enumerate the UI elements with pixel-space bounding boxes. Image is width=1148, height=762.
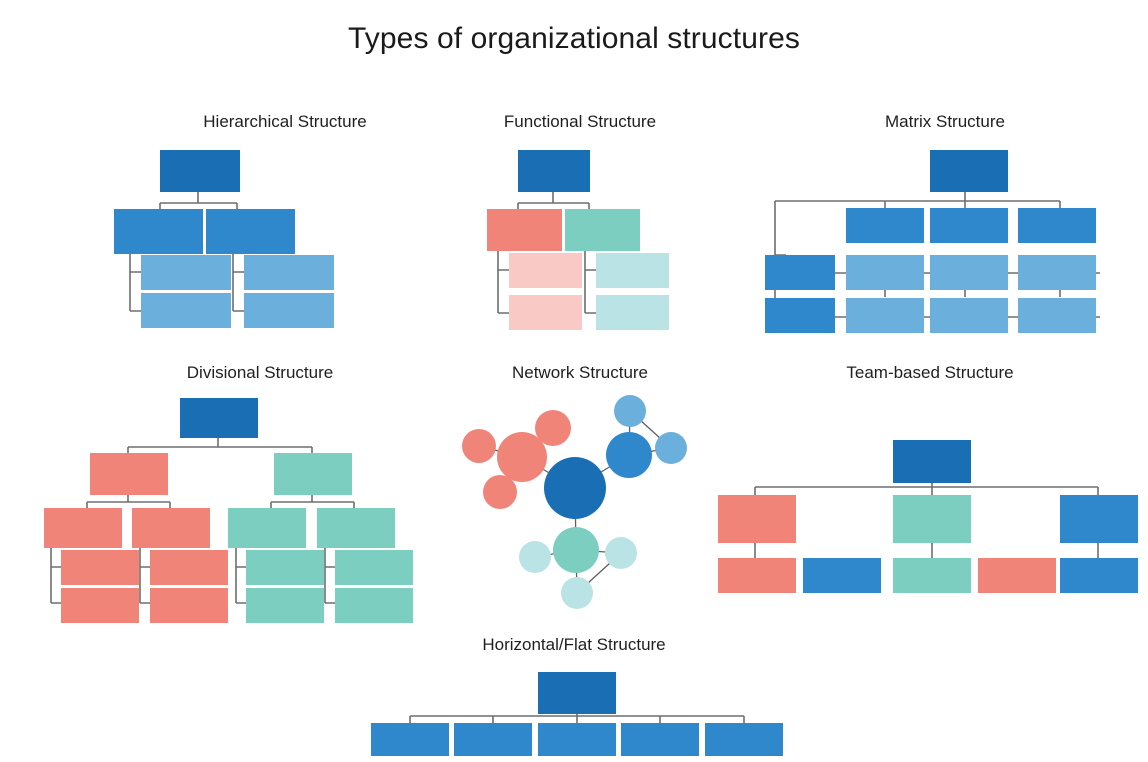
node-function-right <box>565 209 640 251</box>
node-team-lead-blue <box>1060 495 1138 543</box>
chart-horizontal-flat <box>371 672 783 756</box>
node-unit-right-2 <box>596 295 669 330</box>
node-team-member-red <box>718 558 796 593</box>
connector-root-bus <box>775 192 1061 208</box>
node-manager-left <box>114 209 203 254</box>
node-peer-4 <box>621 723 699 756</box>
node-unit-left-1 <box>509 253 582 288</box>
node-cell-2-3 <box>1018 298 1096 333</box>
node-peer-2 <box>454 723 532 756</box>
node-manager-right <box>206 209 295 254</box>
node-satellite-blue-2 <box>655 432 687 464</box>
node-column-head-2 <box>930 208 1008 243</box>
node-root <box>538 672 616 714</box>
node-satellite-blue-1 <box>614 395 646 427</box>
node-row-head-2 <box>765 298 835 333</box>
node-subdivision-left-2 <box>132 508 210 548</box>
chart-title-matrix: Matrix Structure <box>885 112 1005 131</box>
node-unit-right-1 <box>596 253 669 288</box>
connector-division-right-to-subs <box>270 495 355 508</box>
node-satellite-red-3 <box>483 475 517 509</box>
connector-right-manager-children <box>232 254 244 312</box>
node-unit-right-1b <box>246 588 324 623</box>
node-team-lead-teal <box>893 495 971 543</box>
node-unit-left-1a <box>61 550 139 585</box>
node-cluster-hub-blue <box>606 432 652 478</box>
node-team-lead-red <box>718 495 796 543</box>
node-function-left <box>487 209 562 251</box>
connector-sub-left-2-units <box>139 548 150 604</box>
chart-title-hierarchical: Hierarchical Structure <box>203 112 367 131</box>
chart-matrix <box>765 150 1100 333</box>
chart-title-horizontal-flat: Horizontal/Flat Structure <box>482 635 666 654</box>
node-root <box>930 150 1008 192</box>
node-unit-left-2b <box>150 588 228 623</box>
connector-root-to-teams <box>754 483 1099 495</box>
node-peer-3 <box>538 723 616 756</box>
node-cell-1-3 <box>1018 255 1096 290</box>
connector-root-to-peers <box>409 714 745 723</box>
node-satellite-teal-3 <box>561 577 593 609</box>
connector-sub-right-1-units <box>235 548 246 604</box>
node-staff-right-1 <box>244 255 334 290</box>
chart-network <box>462 395 687 609</box>
connector-left-manager-children <box>129 254 141 312</box>
node-root <box>518 150 590 192</box>
node-team-member-red-standalone <box>978 558 1056 593</box>
node-cell-1-1 <box>846 255 924 290</box>
node-column-head-1 <box>846 208 924 243</box>
chart-hierarchical <box>114 150 334 328</box>
node-unit-right-1a <box>246 550 324 585</box>
node-unit-left-1b <box>61 588 139 623</box>
connector-sub-left-1-units <box>50 548 61 604</box>
node-unit-right-2b <box>335 588 413 623</box>
node-root <box>893 440 971 483</box>
chart-title-network: Network Structure <box>511 363 649 382</box>
connector-sub-right-2-units <box>324 548 335 604</box>
node-team-member-teal <box>893 558 971 593</box>
node-central-hub <box>544 457 606 519</box>
node-unit-right-2a <box>335 550 413 585</box>
node-team-member-blue-standalone <box>803 558 881 593</box>
node-staff-right-2 <box>244 293 334 328</box>
page-title: Types of organizational structures <box>348 22 800 55</box>
connector-left-function-children <box>497 251 509 314</box>
node-satellite-teal-2 <box>605 537 637 569</box>
chart-title-team-based: Team-based Structure <box>846 363 1014 382</box>
node-division-right <box>274 453 352 495</box>
connector-division-left-to-subs <box>86 495 171 508</box>
node-staff-left-1 <box>141 255 231 290</box>
connector-root-to-managers <box>159 192 238 209</box>
node-staff-left-2 <box>141 293 231 328</box>
node-row-head-1 <box>765 255 835 290</box>
node-subdivision-right-1 <box>228 508 306 548</box>
node-column-head-3 <box>1018 208 1096 243</box>
node-team-member-blue <box>1060 558 1138 593</box>
chart-functional <box>487 150 669 330</box>
node-root <box>160 150 240 192</box>
chart-title-functional: Functional Structure <box>503 112 657 131</box>
chart-team-based <box>718 440 1138 593</box>
chart-title-divisional: Divisional Structure <box>186 363 334 382</box>
node-peer-5 <box>705 723 783 756</box>
node-cell-2-1 <box>846 298 924 333</box>
chart-divisional <box>44 398 413 623</box>
connector-root-to-divisions <box>127 438 313 453</box>
node-unit-left-2 <box>509 295 582 330</box>
node-unit-left-2a <box>150 550 228 585</box>
node-cell-1-2 <box>930 255 1008 290</box>
node-satellite-red-1 <box>462 429 496 463</box>
node-subdivision-right-2 <box>317 508 395 548</box>
connector-root-to-functions <box>517 192 590 209</box>
node-cluster-hub-red <box>497 432 547 482</box>
node-cluster-hub-teal <box>553 527 599 573</box>
node-cell-2-2 <box>930 298 1008 333</box>
node-peer-1 <box>371 723 449 756</box>
connector-right-function-children <box>584 251 596 314</box>
node-division-left <box>90 453 168 495</box>
node-subdivision-left-1 <box>44 508 122 548</box>
node-root <box>180 398 258 438</box>
node-satellite-teal-1 <box>519 541 551 573</box>
node-satellite-red-2 <box>535 410 571 446</box>
